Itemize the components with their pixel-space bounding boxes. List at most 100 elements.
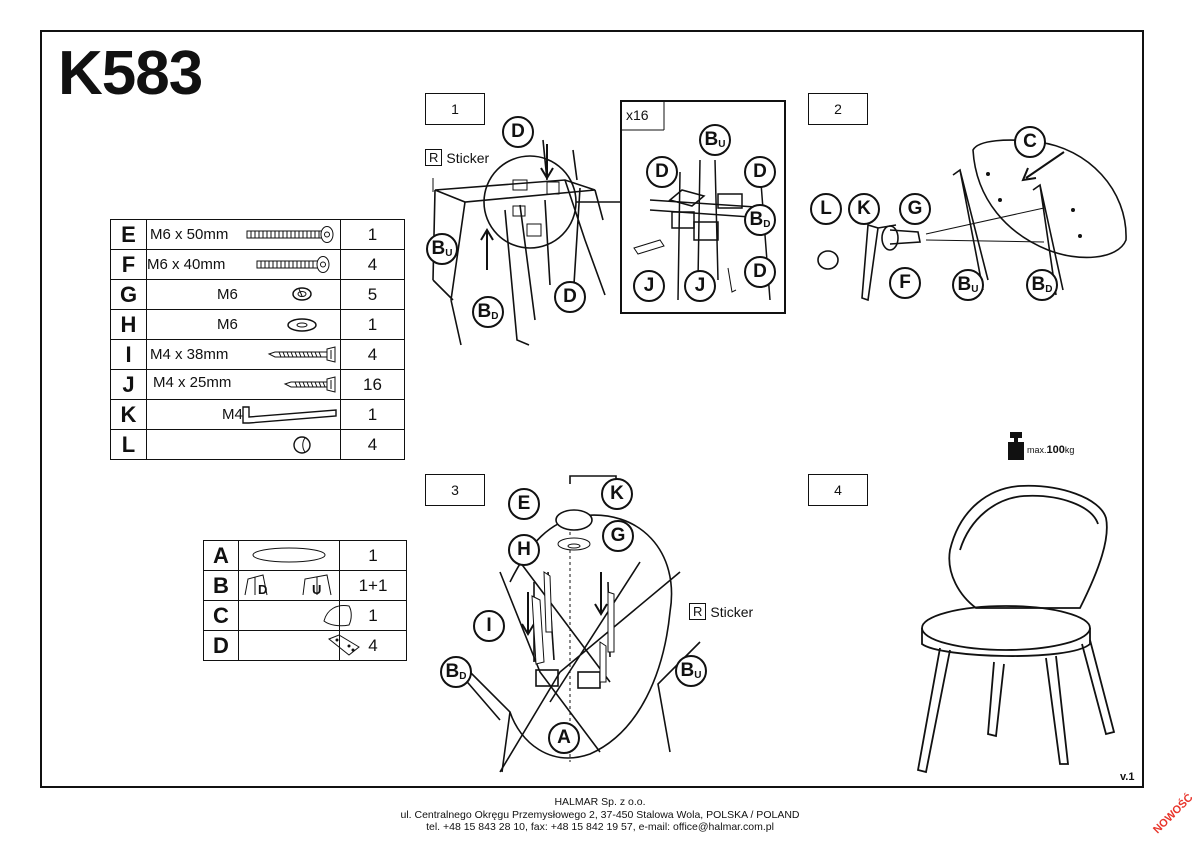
hardware-row-j: J M4 x 25mm 16 <box>110 369 405 400</box>
hardware-qty: 4 <box>340 429 405 460</box>
callout-k: K <box>848 193 880 225</box>
sticker-r: R <box>689 603 707 620</box>
sticker-label-step3: R Sticker <box>689 603 753 620</box>
callout-d: D <box>502 116 534 148</box>
hardware-row-g: G M6 5 <box>110 279 405 310</box>
callout-i: I <box>473 610 505 642</box>
component-qty: 1 <box>339 540 407 571</box>
hardware-qty: 1 <box>340 399 405 430</box>
hardware-spec: M4 x 38mm <box>146 339 341 370</box>
detail-multiplier: x16 <box>626 107 649 123</box>
callout-j-detail-2: J <box>684 270 716 302</box>
backrest-icon <box>323 605 352 627</box>
sticker-text: Sticker <box>710 603 754 620</box>
callout-g: G <box>899 193 931 225</box>
seat-cushion-icon <box>252 547 326 563</box>
hardware-qty: 1 <box>340 219 405 250</box>
callout-d-detail-1: D <box>646 156 678 188</box>
hardware-row-k: K M4 1 <box>110 399 405 430</box>
leg-label-d: D <box>258 582 268 597</box>
hardware-spec: M6 <box>146 309 341 340</box>
hardware-spec <box>146 429 341 460</box>
hardware-row-i: I M4 x 38mm 4 <box>110 339 405 370</box>
callout-e: E <box>508 488 540 520</box>
flat-washer-icon <box>287 318 317 332</box>
hardware-letter: K <box>110 399 147 430</box>
bolt-icon <box>256 256 330 273</box>
hardware-spec: M6 <box>146 279 341 310</box>
step-1-frame-drawing <box>432 139 620 346</box>
hardware-qty: 5 <box>340 279 405 310</box>
component-spec <box>238 600 352 631</box>
callout-d-detail-3: D <box>744 256 776 288</box>
company-address: ul. Centralnego Okręgu Przemysłowego 2, … <box>400 808 800 821</box>
callout-c: C <box>1014 126 1046 158</box>
callout-d-2: D <box>554 281 586 313</box>
step-2-label: 2 <box>808 93 868 125</box>
sticker-text: Sticker <box>446 149 490 166</box>
hardware-spec: M4 x 25mm <box>146 369 341 400</box>
component-letter: C <box>203 600 239 631</box>
hardware-qty: 4 <box>340 249 405 280</box>
component-letter: A <box>203 540 239 571</box>
hardware-letter: J <box>110 369 147 400</box>
max-load-label: max.100kg <box>1027 444 1075 456</box>
hardware-row-f: F M6 x 40mm 4 <box>110 249 405 280</box>
step-4-label: 4 <box>808 474 868 506</box>
hardware-row-l: L 4 <box>110 429 405 460</box>
company-name: HALMAR Sp. z o.o. <box>554 796 646 808</box>
hardware-letter: G <box>110 279 147 310</box>
callout-f: F <box>889 267 921 299</box>
wood-screw-icon <box>267 346 336 363</box>
step-3-seat-drawing <box>449 475 701 773</box>
version-label: v.1 <box>1120 771 1135 783</box>
hardware-row-e: E M6 x 50mm 1 <box>110 219 405 250</box>
bolt-long-icon <box>246 226 334 243</box>
wood-screw-short-icon <box>283 376 336 393</box>
component-qty: 1 <box>339 600 407 631</box>
spring-washer-icon <box>292 287 312 301</box>
callout-l: L <box>810 193 842 225</box>
component-row-b: B D U 1+1 <box>203 570 407 601</box>
sticker-label-step1: R Sticker <box>425 149 489 166</box>
leg-frames-icon <box>244 574 332 596</box>
hardware-letter: H <box>110 309 147 340</box>
hardware-spec: M6 x 40mm <box>146 249 341 280</box>
allen-key-icon <box>242 406 337 424</box>
component-row-a: A 1 <box>203 540 407 571</box>
component-spec: D U <box>238 570 340 601</box>
callout-h: H <box>508 534 540 566</box>
hardware-letter: E <box>110 219 147 250</box>
company-contact: tel. +48 15 843 28 10, fax: +48 15 842 1… <box>426 821 774 833</box>
company-footer: HALMAR Sp. z o.o. ul. Centralnego Okręgu… <box>0 796 1200 834</box>
component-spec <box>238 540 340 571</box>
component-qty: 1+1 <box>339 570 407 601</box>
component-row-d: D 4 <box>203 630 407 661</box>
foot-glide-icon <box>293 436 311 454</box>
hardware-letter: I <box>110 339 147 370</box>
callout-j-detail-1: J <box>633 270 665 302</box>
hardware-row-h: H M6 1 <box>110 309 405 340</box>
hardware-qty: 16 <box>340 369 405 400</box>
component-letter: D <box>203 630 239 661</box>
hardware-qty: 1 <box>340 309 405 340</box>
corner-bracket-icon <box>328 634 360 656</box>
hardware-letter: L <box>110 429 147 460</box>
hardware-qty: 4 <box>340 339 405 370</box>
hardware-letter: F <box>110 249 147 280</box>
weight-icon <box>1008 432 1024 460</box>
hardware-spec: M6 x 50mm <box>146 219 341 250</box>
step-4-chair-drawing <box>916 484 1116 774</box>
callout-g-step3: G <box>602 520 634 552</box>
leg-label-u: U <box>312 582 322 597</box>
hardware-table: E M6 x 50mm 1 F M6 x 40mm 4 G M6 5 H M6 … <box>110 219 405 460</box>
callout-k-step3: K <box>601 478 633 510</box>
step-3-label: 3 <box>425 474 485 506</box>
sticker-r: R <box>425 149 443 166</box>
callout-a: A <box>548 722 580 754</box>
